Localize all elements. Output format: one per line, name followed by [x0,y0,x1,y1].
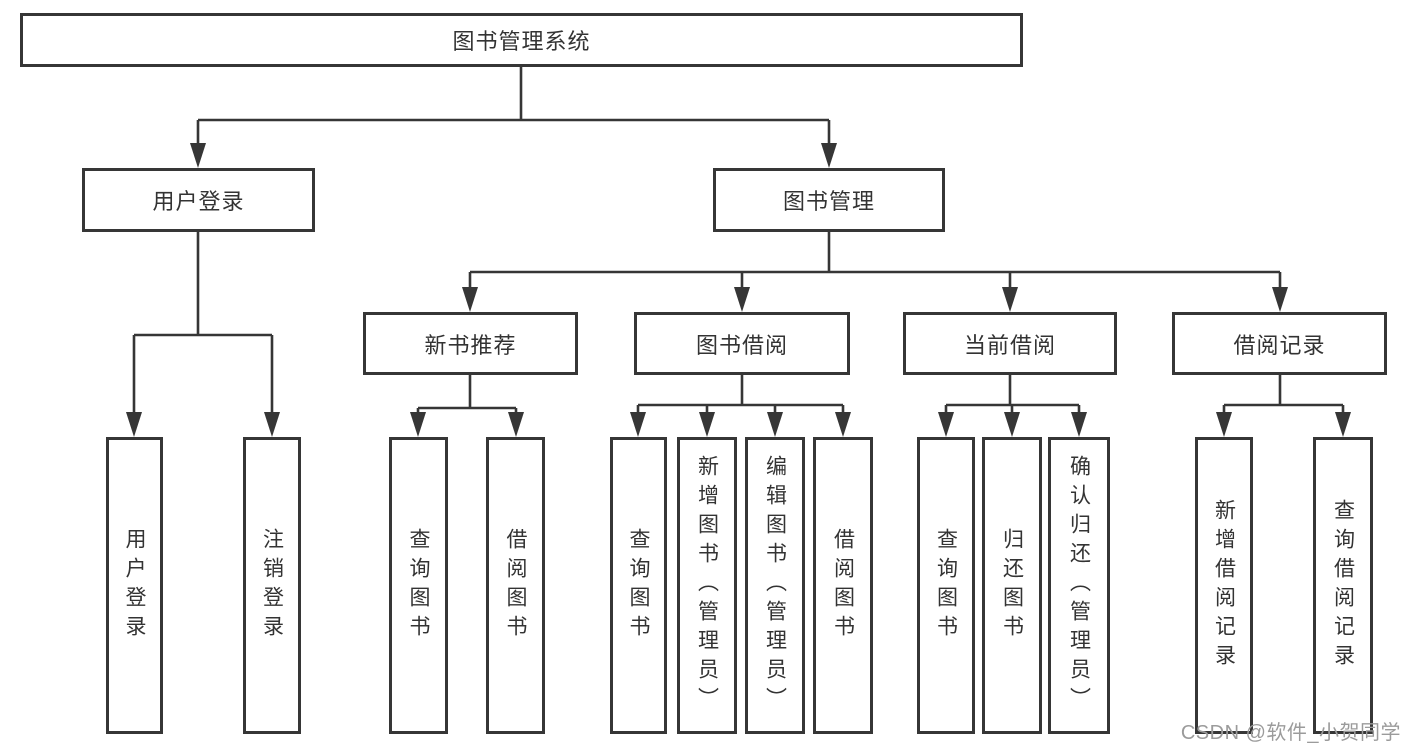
leaf-return-books-label: 归还图书 [1000,527,1024,644]
leaf-confirm-return-admin-label: 确认归还（管理员） [1067,455,1091,716]
leaf-confirm-return-admin: 确认归还（管理员） [1048,437,1110,734]
leaf-borrow-books-recommend-label: 借阅图书 [504,527,528,644]
arrowheads-level2 [190,143,837,168]
connector-userlogin-to-leaves [132,231,274,412]
leaf-query-books-borrow: 查询图书 [610,437,667,734]
node-new-book-recommend-label: 新书推荐 [424,332,517,358]
connector-bookborrow-to-leaves [636,374,845,413]
node-book-borrow: 图书借阅 [634,312,850,375]
leaf-add-books-admin: 新增图书（管理员） [677,437,737,734]
connector-bookmgmt-to-level3 [468,231,1282,287]
node-root-library-system: 图书管理系统 [20,13,1023,67]
arrowheads-level3 [462,287,1288,312]
leaf-add-books-admin-label: 新增图书（管理员） [695,455,719,716]
leaf-query-books-current-label: 查询图书 [934,527,958,644]
leaf-borrow-books: 借阅图书 [813,437,873,734]
node-borrow-records-label: 借阅记录 [1233,332,1326,358]
leaf-user-login-label: 用户登录 [123,527,147,644]
leaf-query-borrow-record-label: 查询借阅记录 [1331,498,1355,673]
leaf-logout-label: 注销登录 [260,527,284,644]
node-book-management-label: 图书管理 [782,189,875,214]
node-new-book-recommend: 新书推荐 [363,312,578,375]
leaf-logout: 注销登录 [243,437,301,734]
leaf-borrow-books-label: 借阅图书 [831,527,855,644]
connector-borrowrecord-to-leaves [1222,374,1345,413]
node-book-borrow-label: 图书借阅 [695,332,788,358]
leaf-add-borrow-record: 新增借阅记录 [1195,437,1253,734]
leaf-user-login: 用户登录 [106,437,163,734]
leaf-edit-books-admin: 编辑图书（管理员） [745,437,805,734]
leaf-borrow-books-recommend: 借阅图书 [486,437,545,734]
connector-newbook-to-leaves [416,374,518,413]
node-current-borrow-label: 当前借阅 [963,332,1056,358]
leaf-query-borrow-record: 查询借阅记录 [1313,437,1373,734]
arrowheads-leaves [126,412,1351,437]
leaf-edit-books-admin-label: 编辑图书（管理员） [763,455,787,716]
node-user-login: 用户登录 [82,168,315,232]
node-user-login-label: 用户登录 [152,189,245,214]
leaf-query-books-current: 查询图书 [917,437,975,734]
leaf-query-books-recommend: 查询图书 [389,437,448,734]
csdn-watermark: CSDN @软件_小贺同学 [1180,722,1401,744]
leaf-add-borrow-record-label: 新增借阅记录 [1212,498,1236,673]
node-borrow-records: 借阅记录 [1172,312,1387,375]
connector-root-to-level2 [196,67,831,143]
node-book-management: 图书管理 [713,168,945,232]
leaf-query-books-borrow-label: 查询图书 [627,527,651,644]
leaf-query-books-recommend-label: 查询图书 [407,527,431,644]
leaf-return-books: 归还图书 [982,437,1042,734]
connector-currentborrow-to-leaves [944,374,1081,413]
node-current-borrow: 当前借阅 [903,312,1117,375]
node-root-label: 图书管理系统 [452,29,591,54]
